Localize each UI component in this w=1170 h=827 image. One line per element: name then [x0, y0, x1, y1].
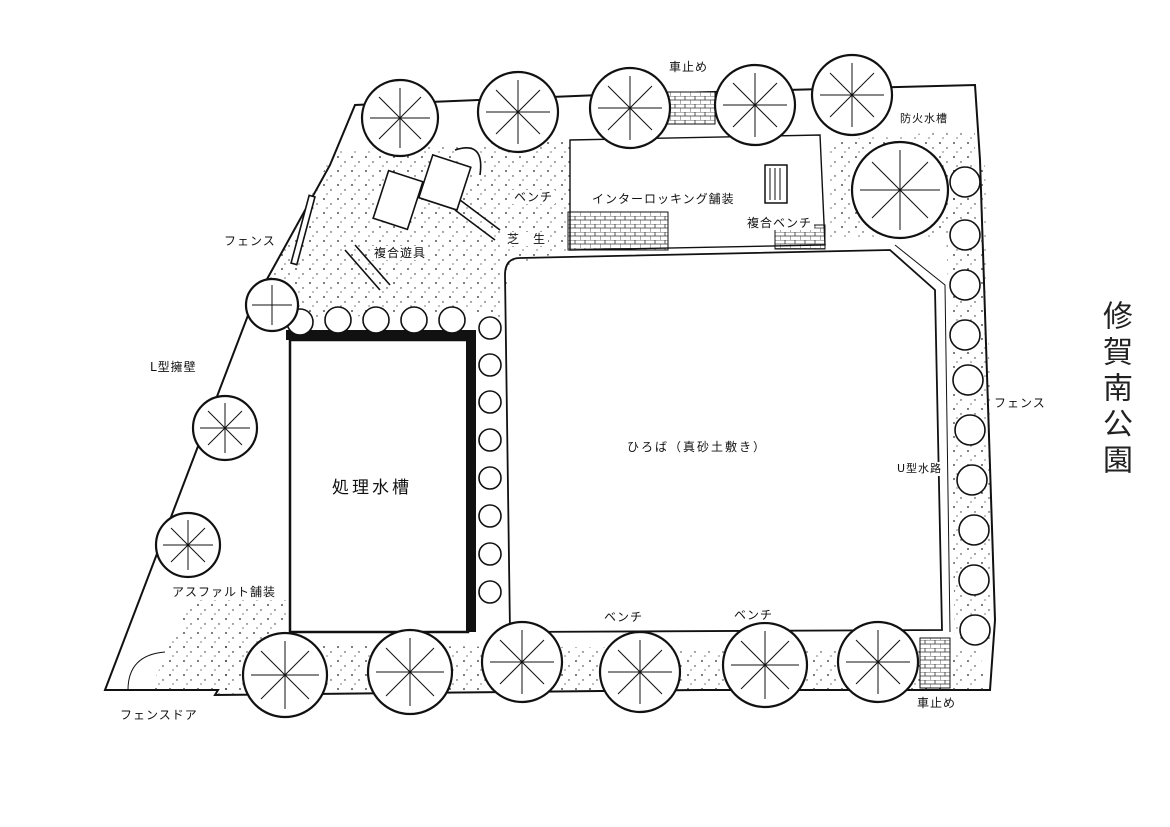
tree: [850, 140, 950, 240]
planting-area-west: [150, 330, 290, 690]
label-combo-bench: 複合ベンチ: [745, 216, 815, 230]
shrub-row-center: [478, 316, 502, 604]
tree: [154, 511, 222, 579]
label-retaining-wall: L型擁壁: [148, 360, 199, 374]
tree: [836, 620, 920, 704]
hiroba-plaza: [504, 249, 943, 633]
label-fence-west: フェンス: [222, 234, 278, 248]
car-stop-paving-top: [664, 91, 716, 125]
tree: [713, 63, 797, 147]
label-fence-door: フェンスドア: [118, 708, 200, 722]
tree: [244, 277, 300, 333]
label-treatment-tank: 処理水槽: [332, 478, 412, 498]
label-shibafu: 芝 生: [505, 232, 549, 246]
label-bench-bottom-right: ベンチ: [732, 608, 776, 622]
tree: [191, 394, 259, 462]
combo-bench-hatch: [769, 168, 781, 200]
label-u-gutter: U型水路: [895, 462, 945, 476]
trees: [154, 53, 950, 719]
u-gutter: [894, 244, 951, 633]
tree: [588, 66, 672, 150]
tree: [360, 78, 440, 158]
tree: [598, 630, 682, 714]
tree: [476, 70, 560, 154]
treatment-tank-top-wall: [286, 330, 476, 340]
fence-door-swing: [127, 651, 166, 691]
label-bench-top: ベンチ: [512, 190, 556, 204]
label-bench-bottom-left: ベンチ: [602, 610, 646, 624]
car-stop-paving-bottom: [919, 637, 951, 689]
tree: [721, 621, 809, 709]
label-fence-east: フェンス: [992, 396, 1048, 410]
tree: [480, 620, 564, 704]
label-car-stop-top: 車止め: [667, 60, 711, 74]
label-fire-tank: 防火水槽: [898, 112, 950, 126]
shrub-row-east: [949, 166, 991, 646]
combo-bench-icon: [764, 164, 788, 204]
tree: [366, 628, 454, 716]
park-title: 修賀南公園: [1097, 300, 1132, 480]
shrub-row-north: [286, 306, 466, 336]
treatment-tank: [288, 338, 470, 634]
treatment-tank-wall: [466, 330, 476, 632]
tree: [810, 53, 894, 137]
planting-area-play: [255, 140, 570, 320]
label-hiroba: ひろば（真砂土敷き）: [627, 440, 768, 454]
label-interlocking: インターロッキング舗装: [590, 192, 737, 206]
label-playground: 複合遊具: [372, 246, 429, 260]
tree: [241, 631, 329, 719]
interlocking-paving-left: [567, 211, 669, 251]
play-equipment: [290, 147, 501, 291]
label-asphalt: アスファルト舗装: [170, 585, 279, 599]
label-car-stop-bottom: 車止め: [915, 696, 959, 710]
